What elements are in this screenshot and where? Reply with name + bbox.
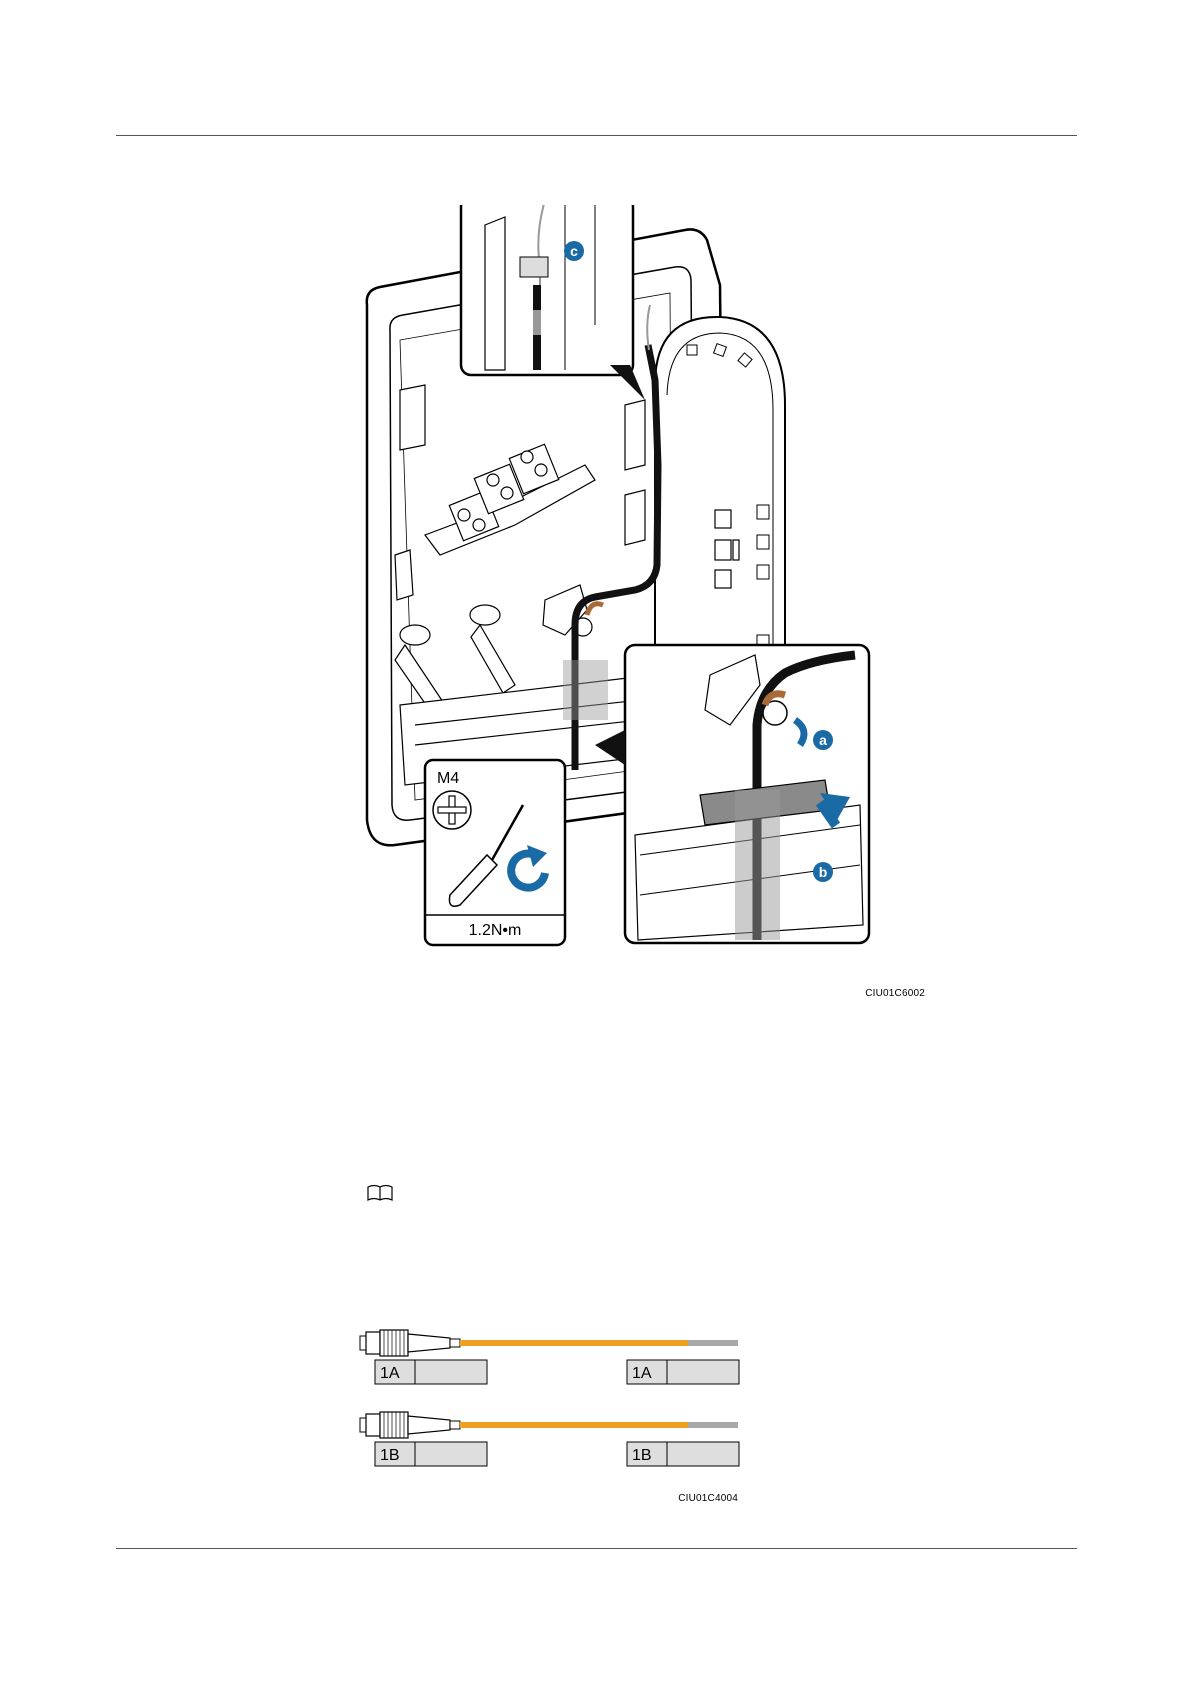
- screw-size-label: M4: [437, 770, 459, 787]
- installation-illustration: c a b M4: [355, 205, 925, 985]
- fiber-pigtail-illustration: 1A 1A 1B 1B: [355, 1310, 795, 1490]
- footer-rule: [116, 1548, 1077, 1549]
- pigtail-2-label-right: 1B: [632, 1447, 652, 1464]
- fiber-label-figure: 1A 1A 1B 1B CIU01C4004: [355, 1310, 795, 1510]
- pigtail-2: 1B 1B: [360, 1412, 739, 1466]
- callout-c: c: [570, 243, 578, 259]
- figure-code: CIU01C6002: [865, 988, 925, 999]
- figure-code: CIU01C4004: [678, 1493, 738, 1504]
- inset-c: c: [461, 205, 645, 400]
- torque-label: 1.2N•m: [469, 922, 522, 939]
- installation-figure: c a b M4: [355, 205, 925, 980]
- phillips-head-icon: [433, 791, 471, 829]
- callout-b: b: [819, 864, 828, 880]
- pigtail-1-label-left: 1A: [380, 1365, 400, 1382]
- tool-box: M4 1.2N•m: [425, 760, 565, 945]
- pigtail-1-label-right: 1A: [632, 1365, 652, 1382]
- pigtail-2-label-left: 1B: [380, 1447, 400, 1464]
- book-note-icon: [366, 1184, 394, 1202]
- pigtail-1: 1A 1A: [360, 1330, 739, 1384]
- inset-ab: a b: [595, 645, 869, 943]
- callout-a: a: [819, 732, 827, 748]
- header-rule: [116, 135, 1077, 136]
